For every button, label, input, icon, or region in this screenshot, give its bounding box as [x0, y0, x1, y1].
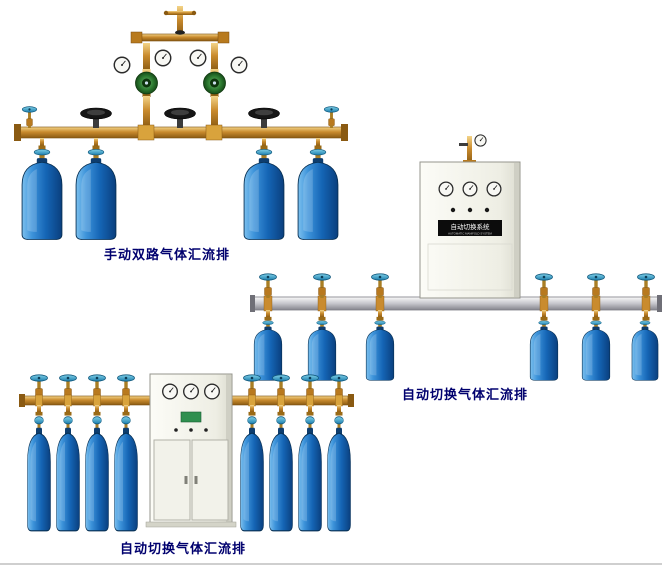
cylinder-station	[365, 273, 395, 381]
gas-cylinder-icon	[365, 320, 395, 381]
gas-cylinder-icon	[239, 416, 265, 532]
drop-connector-icon	[35, 405, 43, 416]
indicator-light	[467, 207, 473, 213]
drop-connector-icon	[264, 310, 272, 321]
header-valve-knob	[175, 30, 185, 35]
gas-cylinder-icon	[55, 416, 81, 532]
pressure-gauge-icon	[438, 181, 454, 197]
gas-cylinder-icon	[75, 148, 117, 240]
gas-cylinder-icon	[581, 320, 611, 381]
pipe-valve-handwheel-icon	[80, 107, 112, 128]
drop-connector-icon	[92, 138, 100, 150]
drop-connector-icon	[592, 310, 600, 321]
gas-cylinder-icon	[326, 416, 352, 532]
cylinder-station	[268, 374, 294, 532]
pressure-gauge-icon	[162, 383, 178, 400]
pressure-gauge-icon	[230, 56, 248, 74]
pressure-gauge-icon	[486, 181, 502, 197]
gas-cylinder-icon	[631, 320, 659, 381]
cylinder-station	[253, 273, 283, 381]
pressure-gauge-icon	[154, 49, 172, 67]
station-valve-icon	[637, 273, 655, 298]
drop-connector-icon	[64, 405, 72, 416]
product-caption: 自动切换气体汇流排	[120, 541, 247, 556]
drop-connector-icon	[306, 405, 314, 416]
cylinder-station	[631, 273, 659, 381]
gas-cylinder-icon	[26, 416, 52, 532]
pressure-regulator-icon	[203, 68, 226, 98]
cylinder-station	[113, 374, 139, 532]
drop-connector-icon	[335, 405, 343, 416]
indicator-light	[189, 428, 193, 432]
pressure-gauge-icon	[462, 181, 478, 197]
station-valve-icon	[259, 273, 277, 298]
supply-pipe-top	[459, 134, 487, 165]
drop-connector-icon	[38, 138, 46, 150]
auto-switch-wall-illustration: 自动切换系统 AUTOMATIC MANIFOLD SYSTEM	[250, 134, 662, 381]
cylinder-station	[581, 273, 611, 381]
station-valve-icon	[535, 273, 553, 298]
control-cabinet	[145, 373, 237, 528]
cylinder-station	[239, 374, 265, 532]
gas-cylinder-icon	[21, 148, 63, 240]
drop-connector-icon	[248, 405, 256, 416]
cabinet-label-plate	[438, 220, 502, 236]
door-handle	[194, 476, 198, 484]
cylinder-station	[529, 273, 559, 381]
pressure-gauge-icon	[189, 49, 207, 67]
pipe-valve-handwheel-icon	[248, 107, 280, 128]
indicator-light	[484, 207, 490, 213]
figure-auto-switch-wall: 自动切换系统 AUTOMATIC MANIFOLD SYSTEM	[250, 132, 662, 387]
pipe-valve-handwheel-icon	[164, 107, 196, 128]
gas-cylinder-icon	[113, 416, 139, 532]
station-valve-icon	[313, 273, 331, 298]
drop-connector-icon	[122, 405, 130, 416]
auto-switch-floor-illustration	[19, 373, 354, 532]
end-valve-icon	[323, 106, 340, 128]
pressure-gauge-icon	[183, 383, 199, 400]
pressure-gauge-icon	[204, 383, 220, 400]
drop-connector-icon	[93, 405, 101, 416]
cabinet-badge	[180, 411, 202, 423]
pressure-gauge-icon	[113, 56, 131, 74]
indicator-light	[450, 207, 456, 213]
cabinet-label: 自动切换系统	[451, 222, 491, 231]
figure-auto-switch-floor	[14, 372, 359, 547]
door-handle	[184, 476, 188, 484]
pressure-regulator-icon	[135, 68, 158, 98]
cylinder-station	[326, 374, 352, 532]
bottom-divider	[0, 563, 662, 565]
cylinder-station	[84, 374, 110, 532]
drop-connector-icon	[540, 310, 548, 321]
cylinder-station	[55, 374, 81, 532]
cabinet-door	[191, 439, 229, 521]
gas-cylinder-icon	[268, 416, 294, 532]
product-caption: 自动切换气体汇流排	[402, 387, 529, 402]
top-assembly	[113, 6, 248, 128]
cylinder-station	[307, 273, 337, 381]
gas-cylinder-icon	[529, 320, 559, 381]
pressure-gauge-icon	[474, 134, 487, 147]
drop-connector-icon	[277, 405, 285, 416]
figure-manual-dual-manifold	[8, 4, 353, 249]
station-valve-icon	[371, 273, 389, 298]
gas-cylinder-icon	[297, 416, 323, 532]
station-valve-icon	[587, 273, 605, 298]
cylinder-station	[297, 374, 323, 532]
drop-connector-icon	[318, 310, 326, 321]
drop-connector-icon	[376, 310, 384, 321]
indicator-light	[174, 428, 178, 432]
cylinder-station	[26, 374, 52, 532]
end-valve-icon	[21, 106, 38, 128]
control-cabinet: 自动切换系统 AUTOMATIC MANIFOLD SYSTEM	[419, 161, 521, 299]
cabinet-door	[153, 439, 191, 521]
product-caption: 手动双路气体汇流排	[104, 247, 231, 262]
drop-connector-icon	[642, 310, 650, 321]
cabinet-sublabel: AUTOMATIC MANIFOLD SYSTEM	[448, 232, 492, 236]
manual-dual-manifold-illustration	[14, 6, 348, 240]
gas-cylinder-icon	[84, 416, 110, 532]
indicator-light	[204, 428, 208, 432]
